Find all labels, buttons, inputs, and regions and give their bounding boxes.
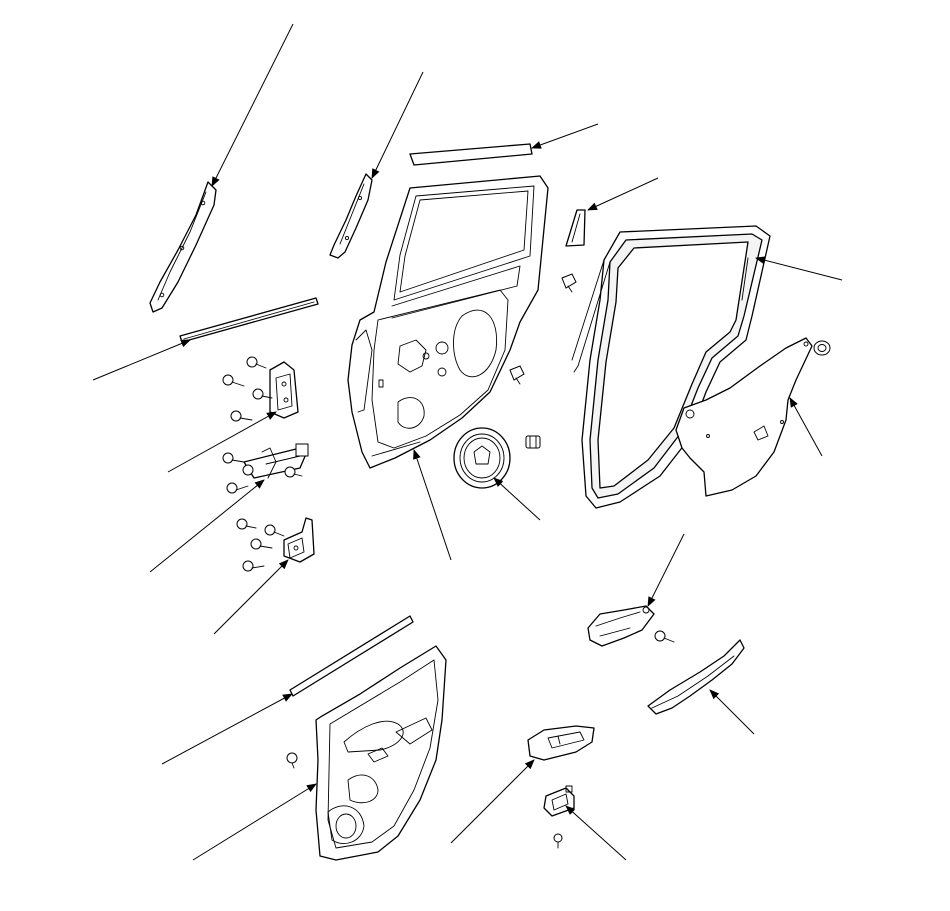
glass-run-channel-upper xyxy=(409,143,533,166)
armrest-pull-pocket xyxy=(647,639,745,715)
door-sash-trim-front xyxy=(149,181,217,313)
inner-handle xyxy=(587,605,655,647)
hinge-bolts-lower xyxy=(236,518,285,572)
door-sash-trim-rear xyxy=(329,173,373,259)
leader-weatherstrip xyxy=(755,256,843,281)
grommet-clip xyxy=(813,340,831,356)
power-window-switch xyxy=(543,785,575,817)
leader-armrest xyxy=(709,689,755,735)
leader-window-switch xyxy=(565,805,627,861)
leader-door-lining xyxy=(192,783,317,861)
upper-hinge xyxy=(269,361,299,419)
leader-door-panel-shell xyxy=(413,449,452,561)
speaker-grommet-plug xyxy=(453,427,511,489)
leader-upper-hinge xyxy=(167,411,277,473)
leader-inner-belt xyxy=(161,693,293,765)
leader-door-checker xyxy=(149,479,265,573)
leader-inner-handle xyxy=(647,533,685,607)
leader-lower-hinge xyxy=(213,559,289,635)
plastic-cover-sheet xyxy=(675,337,813,497)
hinge-bolts-upper xyxy=(222,356,273,422)
clip-lower xyxy=(525,435,541,449)
checker-bolts xyxy=(222,452,303,494)
leader-corner-garnish xyxy=(587,177,659,211)
door-panel-shell xyxy=(347,175,549,469)
door-weatherstrip xyxy=(571,225,771,509)
clip-middle xyxy=(509,365,525,385)
leader-sash-trim-front xyxy=(211,23,294,187)
door-lining xyxy=(315,645,447,861)
leader-outer-belt xyxy=(92,339,191,381)
leader-cover-sheet xyxy=(789,397,823,457)
clip-upper xyxy=(561,273,577,293)
leader-sash-trim-rear xyxy=(371,71,424,179)
lower-hinge xyxy=(283,517,315,563)
power-window-switch-panel xyxy=(527,725,595,761)
lining-clip xyxy=(286,752,298,769)
handle-bolt xyxy=(654,630,675,643)
leader-glass-run-channel xyxy=(531,123,599,149)
leader-switch-panel xyxy=(450,759,535,844)
switch-screw xyxy=(553,833,563,849)
door-checker xyxy=(243,443,309,479)
leader-speaker-plug xyxy=(493,477,541,521)
outer-belt-molding xyxy=(179,297,319,343)
corner-garnish xyxy=(565,209,586,247)
